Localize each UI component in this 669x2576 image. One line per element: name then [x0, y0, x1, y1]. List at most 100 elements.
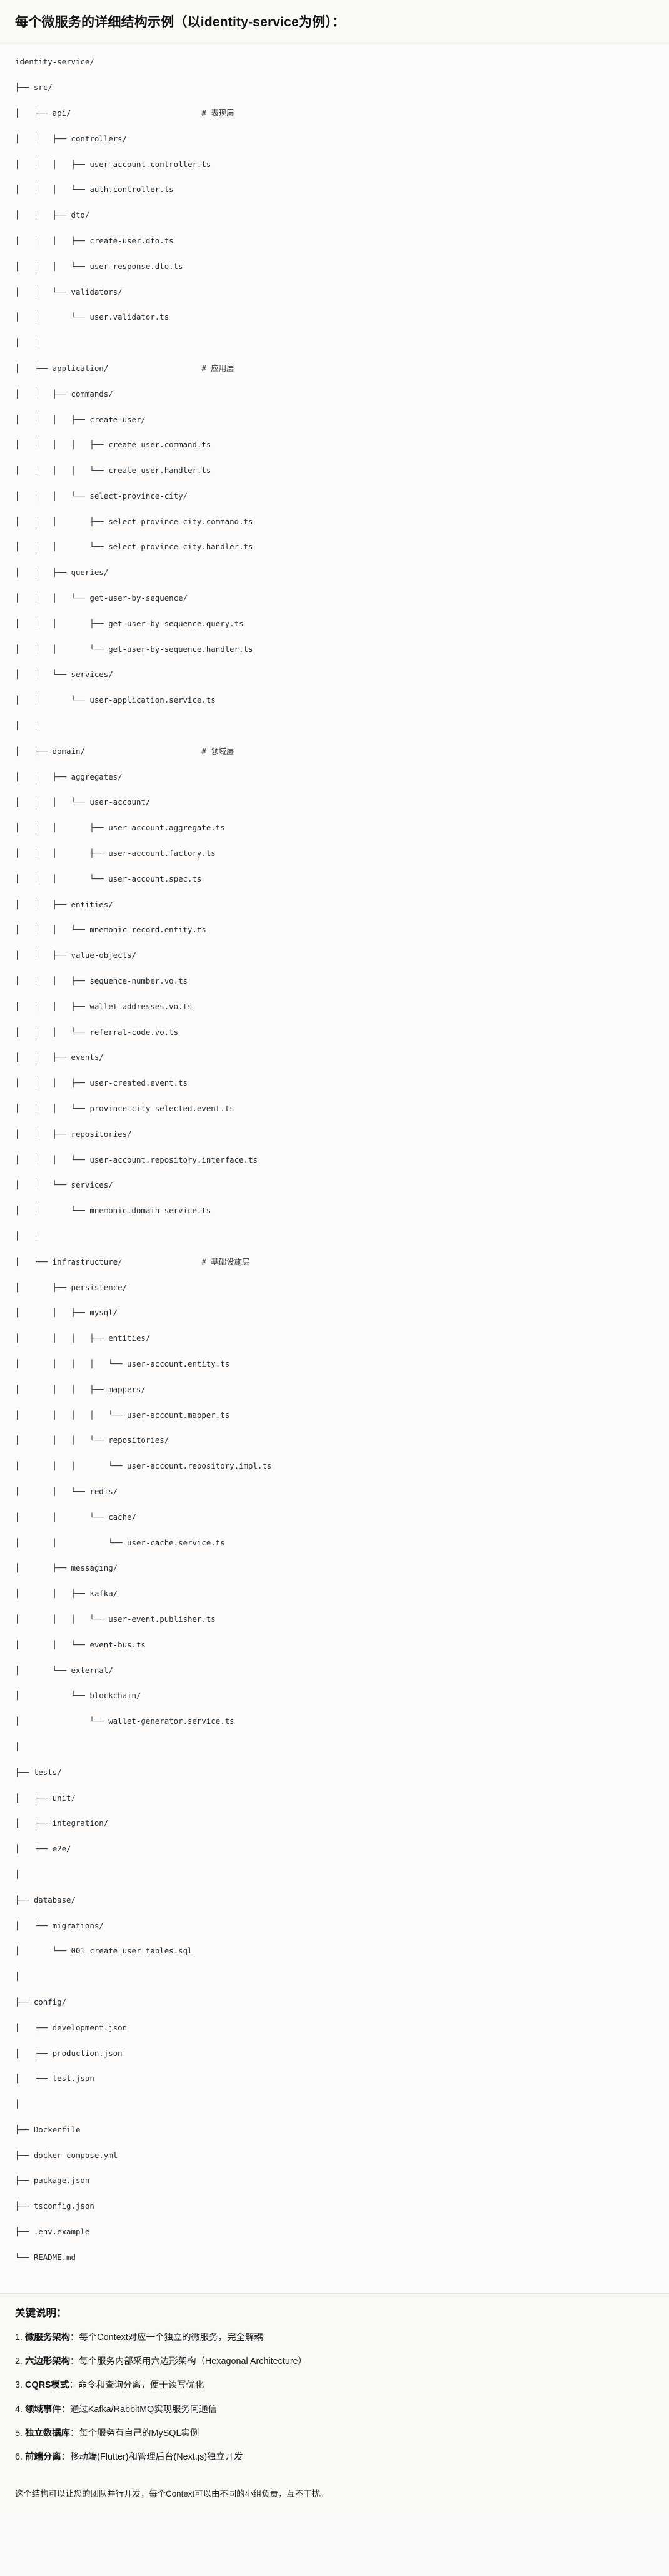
tree-path: │ │ ├── events/ [15, 1052, 104, 1062]
tree-row: │ │ │ │ ├── create-user.command.ts [15, 439, 654, 451]
tree-row: ├── package.json [15, 2174, 654, 2187]
tree-path: │ ├── unit/ [15, 1793, 76, 1803]
tree-path: │ │ └── services/ [15, 1180, 113, 1190]
tree-row: │ │ │ └── repositories/ [15, 1434, 654, 1447]
tree-row-with-comment: │ ├── api/ # 表现层 [15, 107, 654, 120]
key-note-text: 每个服务内部采用六边形架构（Hexagonal Architecture） [79, 2356, 308, 2367]
tree-path: │ │ │ └── user-account.repository.impl.t… [15, 1461, 272, 1471]
tree-row: │ │ │ └── user-account.spec.ts [15, 873, 654, 885]
tree-row: │ │ └── services/ [15, 668, 654, 681]
tree-row: │ └── wallet-generator.service.ts [15, 1715, 654, 1728]
tree-path: │ │ └── user-application.service.ts [15, 695, 216, 705]
tree-row: │ └── migrations/ [15, 1920, 654, 1932]
tree-path: │ │ │ ├── create-user.dto.ts [15, 235, 174, 245]
tree-row: │ │ ├── kafka/ [15, 1587, 654, 1600]
tree-path: │ │ ├── queries/ [15, 568, 109, 578]
tree-path: │ │ │ └── select-province-city.handler.t… [15, 542, 253, 552]
tree-row: │ │ │ └── user-account.repository.interf… [15, 1154, 654, 1166]
tree-row: │ │ ├── queries/ [15, 566, 654, 579]
tree-path: │ [15, 2099, 20, 2109]
tree-row: │ ├── development.json [15, 2022, 654, 2034]
tree-row-with-comment: │ └── infrastructure/ # 基础设施层 [15, 1256, 654, 1268]
key-note-item: 5. 独立数据库：每个服务有自己的MySQL实例 [15, 2426, 654, 2440]
tree-path: │ │ └── user-cache.service.ts [15, 1537, 225, 1547]
tree-row: │ └── blockchain/ [15, 1689, 654, 1702]
tree-row: │ ├── unit/ [15, 1792, 654, 1805]
tree-row: │ │ └── services/ [15, 1179, 654, 1191]
tree-row: │ │ │ └── user-account.repository.impl.t… [15, 1460, 654, 1472]
tree-path: │ │ │ │ └── create-user.handler.ts [15, 466, 211, 476]
key-note-label: 独立数据库 [25, 2428, 70, 2439]
key-note-label: CQRS模式 [25, 2380, 69, 2391]
tree-path: │ │ ├── controllers/ [15, 133, 128, 143]
tree-path: │ │ └── event-bus.ts [15, 1639, 146, 1649]
tree-path: ├── tests/ [15, 1767, 62, 1777]
tree-path: ├── package.json [15, 2176, 90, 2186]
tree-path: │ [15, 1869, 20, 1879]
tree-path: │ │ ├── entities/ [15, 899, 113, 909]
tree-row: │ │ ├── commands/ [15, 388, 654, 400]
tree-path: │ │ │ ├── wallet-addresses.vo.ts [15, 1001, 193, 1011]
tree-path: │ [15, 1972, 20, 1982]
tree-path: │ ├── persistence/ [15, 1282, 128, 1292]
key-note-number: 1. [15, 2332, 23, 2343]
tree-row: │ └── external/ [15, 1664, 654, 1677]
tree-row: ├── .env.example [15, 2226, 654, 2238]
tree-row: │ │ │ ├── get-user-by-sequence.query.ts [15, 618, 654, 630]
directory-tree: identity-service/ ├── src/ │ ├── api/ # … [15, 56, 654, 2276]
tree-path: │ │ │ └── referral-code.vo.ts [15, 1027, 179, 1037]
tree-path: │ │ [15, 338, 39, 348]
tree-row: │ │ │ │ └── create-user.handler.ts [15, 464, 654, 477]
tree-row: │ │ [15, 1230, 654, 1243]
tree-row: │ [15, 1868, 654, 1881]
tree-path: │ └── external/ [15, 1665, 113, 1675]
tree-path: │ │ ├── kafka/ [15, 1589, 118, 1599]
tree-row: │ │ │ └── select-province-city.handler.t… [15, 541, 654, 553]
key-note-label: 微服务架构 [25, 2332, 70, 2343]
tree-row: │ ├── persistence/ [15, 1281, 654, 1294]
tree-row: │ │ ├── value-objects/ [15, 949, 654, 962]
tree-path: │ │ └── validators/ [15, 287, 123, 297]
key-note-text: 移动端(Flutter)和管理后台(Next.js)独立开发 [70, 2452, 243, 2463]
key-note-separator: ： [69, 2332, 79, 2343]
tree-path: │ │ │ │ └── user-account.mapper.ts [15, 1410, 230, 1420]
tree-row: │ [15, 2098, 654, 2110]
tree-row: │ │ ├── entities/ [15, 899, 654, 911]
tree-row: │ └── e2e/ [15, 1843, 654, 1855]
tree-row: │ │ │ │ └── user-account.entity.ts [15, 1358, 654, 1370]
tree-path: │ │ ├── aggregates/ [15, 771, 123, 781]
tree-path: │ │ │ ├── user-account.factory.ts [15, 848, 216, 858]
tree-row: │ │ │ ├── create-user.dto.ts [15, 235, 654, 247]
tree-path: │ │ └── cache/ [15, 1512, 136, 1522]
tree-row: │ │ │ ├── user-account.aggregate.ts [15, 822, 654, 834]
tree-path: │ │ │ ├── get-user-by-sequence.query.ts [15, 618, 244, 628]
tree-path: │ │ └── services/ [15, 669, 113, 680]
tree-row: │ │ └── event-bus.ts [15, 1639, 654, 1651]
key-note-text: 每个服务有自己的MySQL实例 [79, 2428, 199, 2439]
tree-row: │ │ │ └── referral-code.vo.ts [15, 1026, 654, 1039]
key-note-text: 每个Context对应一个独立的微服务，完全解耦 [79, 2332, 263, 2343]
tree-path: │ │ │ └── get-user-by-sequence/ [15, 593, 188, 603]
tree-path: │ │ └── mnemonic.domain-service.ts [15, 1206, 211, 1216]
tree-row: │ ├── integration/ [15, 1817, 654, 1830]
tree-row: ├── src/ [15, 81, 654, 94]
tree-row: │ └── 001_create_user_tables.sql [15, 1945, 654, 1957]
tree-path: │ │ ├── dto/ [15, 210, 90, 220]
tree-path: │ │ └── redis/ [15, 1486, 118, 1496]
tree-row: ├── config/ [15, 1996, 654, 2008]
key-note-number: 3. [15, 2380, 23, 2391]
tree-row: │ │ │ └── auth.controller.ts [15, 183, 654, 196]
tree-row: │ │ ├── mysql/ [15, 1306, 654, 1319]
tree-row: │ │ │ ├── sequence-number.vo.ts [15, 975, 654, 987]
tree-row: │ │ │ └── mnemonic-record.entity.ts [15, 924, 654, 936]
tree-row-with-comment: │ ├── domain/ # 领域层 [15, 745, 654, 758]
directory-tree-block: identity-service/ ├── src/ │ ├── api/ # … [0, 43, 669, 2294]
tree-row: │ │ │ └── user-account/ [15, 796, 654, 808]
tree-row: │ │ ├── events/ [15, 1051, 654, 1064]
tree-row: │ │ │ └── province-city-selected.event.t… [15, 1102, 654, 1115]
tree-row: │ │ ├── dto/ [15, 209, 654, 221]
tree-path: │ │ │ ├── sequence-number.vo.ts [15, 976, 188, 986]
tree-row: │ │ └── validators/ [15, 286, 654, 298]
